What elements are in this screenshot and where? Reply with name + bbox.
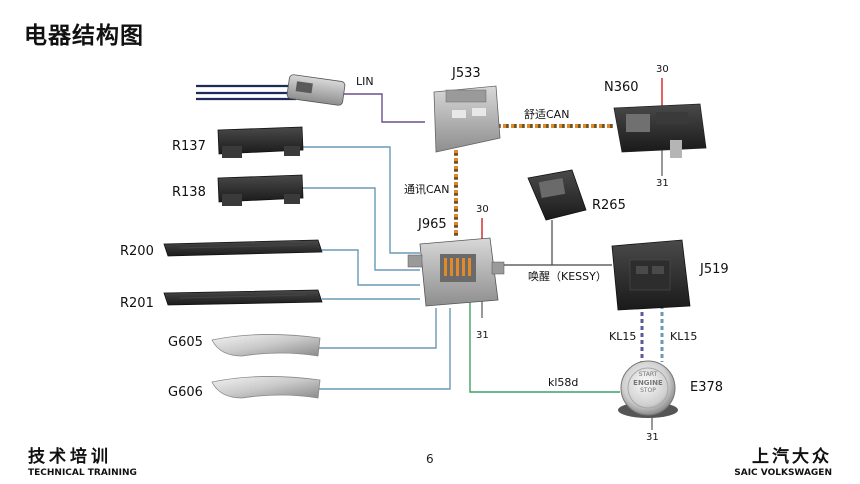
label-j965-30: 30 (476, 204, 489, 215)
label-r201: R201 (120, 296, 154, 311)
label-kl15-left: KL15 (609, 330, 637, 343)
e378-start-button (618, 360, 678, 418)
label-n360-30: 30 (656, 64, 669, 75)
label-j965: J965 (418, 217, 447, 232)
label-n360-31: 31 (656, 178, 669, 189)
g606-wire (318, 308, 451, 390)
label-r137: R137 (172, 139, 206, 154)
g605-handle (211, 334, 321, 357)
r138-sensor (217, 174, 304, 206)
label-e378: E378 (690, 380, 724, 395)
j965-module (407, 237, 505, 307)
label-g606: G606 (168, 385, 203, 400)
footer-left-en: TECHNICAL TRAINING (28, 468, 137, 478)
g605-wire (318, 308, 437, 349)
label-lin: LIN (356, 75, 374, 88)
lin-sensor (196, 74, 346, 106)
lin-wire (344, 93, 425, 123)
label-r200: R200 (120, 244, 154, 259)
footer-training-logo: 技术培训 TECHNICAL TRAINING (28, 442, 137, 478)
label-r265: R265 (592, 198, 626, 213)
n360-module (613, 103, 707, 158)
r265-sensor (527, 169, 587, 221)
r137-wire (302, 146, 420, 254)
j533-module (433, 85, 501, 153)
label-e378-31: 31 (646, 432, 659, 443)
label-comm-can: 通讯CAN (404, 183, 450, 196)
start-button-text: START ENGINE STOP (633, 371, 663, 394)
footer-right-cn: 上汽大众 (752, 447, 832, 467)
r137-sensor (217, 126, 304, 158)
label-j965-31: 31 (476, 330, 489, 341)
footer-right-en: SAIC VOLKSWAGEN (734, 468, 832, 478)
page-title: 电器结构图 (24, 23, 144, 49)
label-j519: J519 (700, 262, 729, 277)
label-r138: R138 (172, 185, 206, 200)
g606-handle (211, 376, 321, 399)
page-number: 6 (426, 452, 434, 466)
r138-wire (302, 187, 420, 271)
label-n360: N360 (604, 80, 639, 95)
label-comfort-can: 舒适CAN (524, 108, 570, 121)
r200-wire (322, 249, 420, 286)
footer-brand-logo: 上汽大众 SAIC VOLKSWAGEN (734, 442, 832, 478)
label-kl15-right: KL15 (670, 330, 698, 343)
label-j533: J533 (452, 66, 481, 81)
r200-antenna (163, 239, 323, 257)
label-kl58d: kl58d (548, 376, 579, 389)
kl58d-wire (469, 300, 620, 393)
label-wake-kessy: 唤醒（KESSY） (528, 270, 607, 283)
label-g605: G605 (168, 335, 203, 350)
j519-module (611, 239, 691, 311)
footer-left-cn: 技术培训 (28, 447, 112, 467)
r201-antenna (163, 289, 323, 306)
